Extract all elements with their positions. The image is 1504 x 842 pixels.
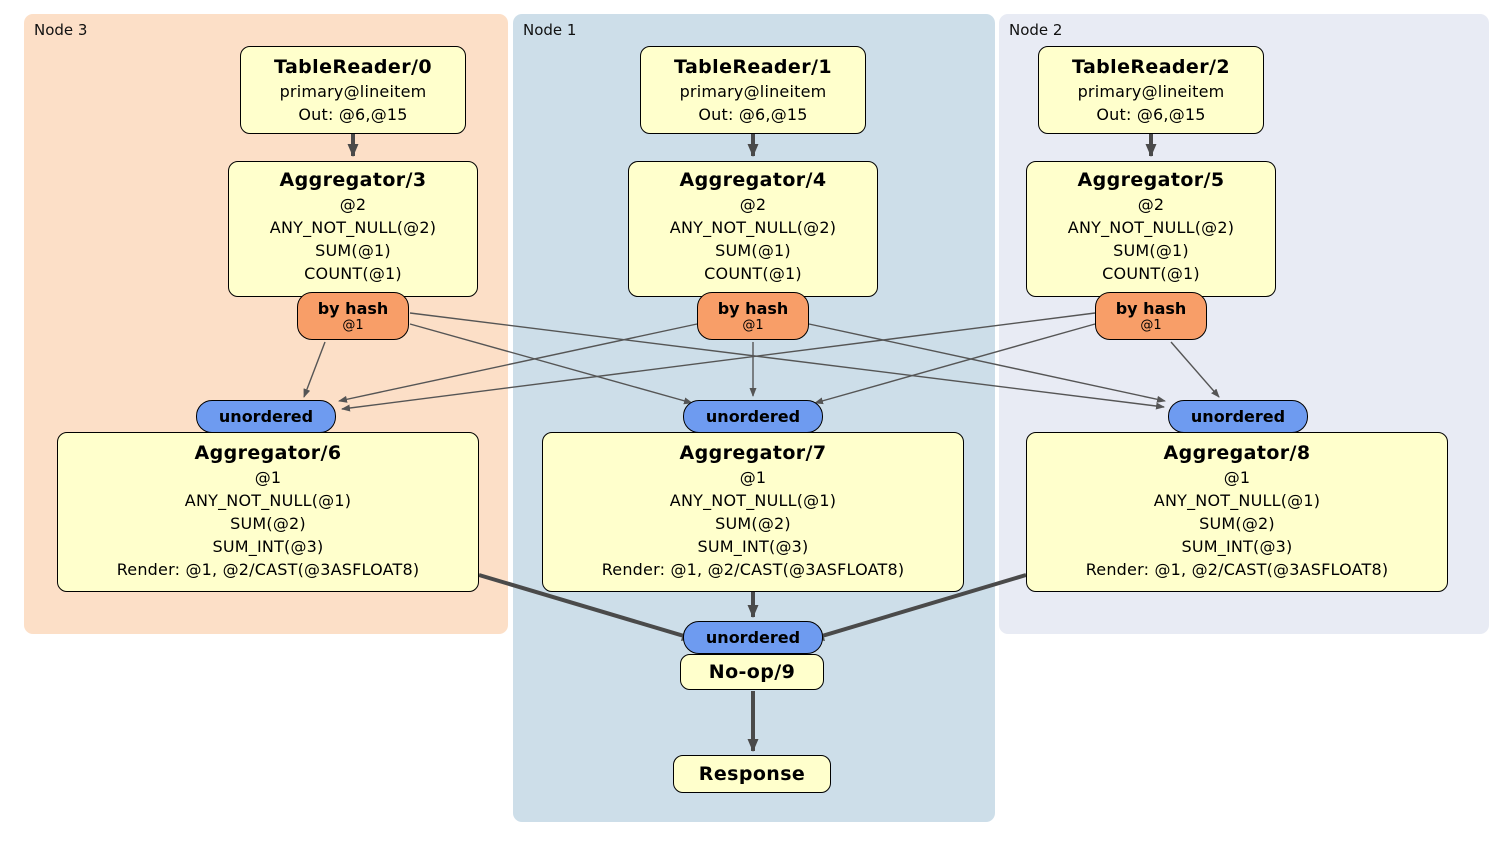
edge-hash2-unordered0 (341, 312, 1096, 412)
processor-detail-line: @2 (739, 195, 767, 214)
edge-hash0-unordered2 (409, 312, 1165, 410)
processor-detail-line: ANY_NOT_NULL(@1) (669, 491, 837, 510)
processor-detail-line: Render: @1, @2/CAST(@3ASFLOAT8) (601, 560, 905, 579)
processor-detail-line: Out: @6,@15 (1096, 105, 1206, 124)
router-by-hash-node1: by hash @1 (697, 292, 809, 340)
processor-detail-line: SUM(@1) (315, 241, 391, 260)
processor-title: TableReader/2 (1072, 56, 1230, 78)
router-unordered-node3: unordered (196, 400, 336, 433)
router-label: by hash (717, 298, 789, 318)
router-label: unordered (705, 407, 801, 426)
edge-hash1-unordered0 (338, 323, 698, 403)
router-unordered-node2: unordered (1168, 400, 1308, 433)
processor-detail-line: ANY_NOT_NULL(@1) (1153, 491, 1321, 510)
processor-title: Aggregator/3 (279, 169, 427, 191)
processor-title: Aggregator/5 (1077, 169, 1225, 191)
router-by-hash-node2: by hash @1 (1095, 292, 1207, 340)
processor-detail-line: SUM(@2) (1199, 514, 1275, 533)
processor-title: TableReader/0 (274, 56, 432, 78)
processor-detail-line: Render: @1, @2/CAST(@3ASFLOAT8) (116, 560, 420, 579)
edge-hash0-unordered0 (303, 341, 326, 398)
processor-title: TableReader/1 (674, 56, 832, 78)
edge-hash0-unordered1 (409, 323, 693, 405)
processor-detail-line: primary@lineitem (679, 82, 827, 101)
router-label: unordered (218, 407, 314, 426)
edge-aggregator8-unordered-final (811, 573, 1027, 641)
processor-title: Aggregator/4 (679, 169, 827, 191)
processor-detail-line: COUNT(@1) (304, 264, 402, 283)
router-detail: @1 (742, 317, 764, 333)
processor-detail-line: SUM(@1) (1113, 241, 1189, 260)
processor-detail-line: ANY_NOT_NULL(@1) (184, 491, 352, 510)
edge-hash1-unordered2 (808, 323, 1166, 403)
processor-detail-line: SUM(@2) (230, 514, 306, 533)
router-detail: @1 (1140, 317, 1162, 333)
processor-detail-line: @1 (254, 468, 282, 487)
processor-title: Aggregator/6 (194, 442, 342, 464)
processor-title: Aggregator/8 (1163, 442, 1311, 464)
processor-response: Response (673, 755, 831, 793)
processor-detail-line: SUM(@2) (715, 514, 791, 533)
processor-detail-line: COUNT(@1) (1102, 264, 1200, 283)
processor-detail-line: @2 (1137, 195, 1165, 214)
edge-aggregator6-unordered-final (478, 573, 695, 641)
processor-detail-line: @1 (739, 468, 767, 487)
processor-title: No-op/9 (708, 661, 796, 683)
processor-detail-line: @2 (339, 195, 367, 214)
processor-detail-line: primary@lineitem (1077, 82, 1225, 101)
region-label: Node 3 (34, 21, 88, 39)
router-unordered-final: unordered (683, 621, 823, 654)
processor-detail-line: ANY_NOT_NULL(@2) (1067, 218, 1235, 237)
router-label: unordered (705, 628, 801, 647)
router-label: by hash (317, 298, 389, 318)
processor-detail-line: SUM_INT(@3) (697, 537, 809, 556)
processor-detail-line: COUNT(@1) (704, 264, 802, 283)
processor-detail-line: @1 (1223, 468, 1251, 487)
processor-detail-line: ANY_NOT_NULL(@2) (269, 218, 437, 237)
router-detail: @1 (342, 317, 364, 333)
processor-noop-9: No-op/9 (680, 654, 824, 690)
router-label: by hash (1115, 298, 1187, 318)
processor-title: Response (698, 763, 806, 785)
processor-detail-line: ANY_NOT_NULL(@2) (669, 218, 837, 237)
processor-detail-line: SUM_INT(@3) (212, 537, 324, 556)
processor-detail-line: Render: @1, @2/CAST(@3ASFLOAT8) (1085, 560, 1389, 579)
processor-title: Aggregator/7 (679, 442, 827, 464)
processor-detail-line: Out: @6,@15 (698, 105, 808, 124)
router-label: unordered (1190, 407, 1286, 426)
edge-hash2-unordered1 (814, 323, 1096, 405)
router-unordered-node1: unordered (683, 400, 823, 433)
processor-detail-line: SUM(@1) (715, 241, 791, 260)
edge-hash2-unordered2 (1170, 341, 1220, 398)
processor-detail-line: Out: @6,@15 (298, 105, 408, 124)
region-label: Node 1 (523, 21, 577, 39)
processor-detail-line: SUM_INT(@3) (1181, 537, 1293, 556)
router-by-hash-node3: by hash @1 (297, 292, 409, 340)
processor-detail-line: primary@lineitem (279, 82, 427, 101)
region-label: Node 2 (1009, 21, 1063, 39)
